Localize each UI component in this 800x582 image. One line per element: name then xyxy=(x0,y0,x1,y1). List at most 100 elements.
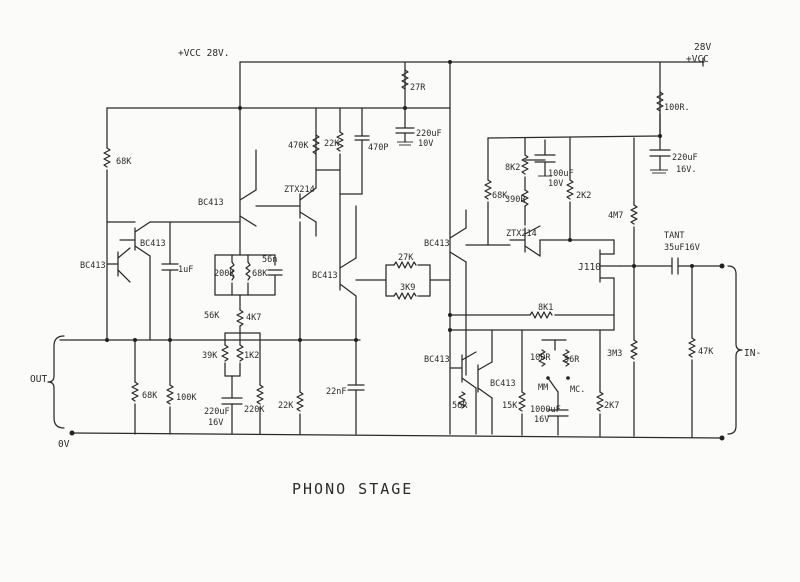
label-jfet: J110 xyxy=(578,262,601,273)
label-r68k-mid: 68K xyxy=(252,269,268,279)
label-0v: 0V xyxy=(58,439,70,450)
label-r100k-left: 100K xyxy=(176,393,197,403)
label-r8k1: 8K1 xyxy=(538,303,553,313)
resistor-390r xyxy=(521,189,529,207)
resistor-22k-mid xyxy=(296,391,304,412)
label-r8k2: 8K2 xyxy=(505,163,520,173)
label-r22k-top: 22K xyxy=(324,139,340,149)
label-r2k2: 2K2 xyxy=(576,191,591,201)
label-c100uf-v: 10V xyxy=(548,179,563,189)
resistor-100k-left xyxy=(166,384,174,405)
label-tant-type: TANT xyxy=(664,231,684,241)
transistor-q7 xyxy=(449,351,477,389)
label-r470k: 470K xyxy=(288,141,309,151)
resistor-27k xyxy=(393,261,417,269)
label-r200k: 200K xyxy=(214,269,235,279)
resistor-39k xyxy=(221,344,229,362)
label-q1: BC413 xyxy=(140,239,166,249)
label-q6: BC413 xyxy=(424,239,450,249)
resistor-56r-switch xyxy=(562,349,570,367)
label-c220uf-top-v: 10V xyxy=(418,139,433,149)
transistor-q4 xyxy=(299,187,317,223)
transistor-q8 xyxy=(477,361,493,399)
label-r22k-mid: 22K xyxy=(278,401,294,411)
label-c220uf-left-v: 16V xyxy=(208,418,223,428)
label-c1uf: 1uF xyxy=(178,265,193,275)
capacitor-220uf-left xyxy=(221,397,243,405)
label-r3k9: 3K9 xyxy=(400,283,415,293)
label-r68k-top: 68K xyxy=(116,157,132,167)
resistor-3k9 xyxy=(393,292,417,300)
transistor-q2 xyxy=(106,247,131,283)
label-in: IN- xyxy=(744,348,761,359)
resistor-220k xyxy=(256,384,264,405)
label-c220uf-left: 220uF xyxy=(204,407,230,417)
label-switch-mm: MM xyxy=(538,383,548,393)
label-q9: ZTX214 xyxy=(506,229,537,239)
transistor-q5 xyxy=(339,257,357,297)
label-r100r: 100R. xyxy=(664,103,690,113)
label-vcc-left: +VCC 28V. xyxy=(178,48,229,59)
resistor-56r-low xyxy=(458,391,466,409)
label-q2: BC413 xyxy=(80,261,106,271)
diagram-title: PHONO STAGE xyxy=(292,480,413,498)
label-r39k: 39K xyxy=(202,351,218,361)
ground-rail xyxy=(69,430,725,441)
label-r4m7: 4M7 xyxy=(608,211,623,221)
resistor-8k2 xyxy=(521,154,529,175)
label-r4k7: 4K7 xyxy=(246,313,261,323)
transistor-q9 xyxy=(509,225,541,257)
label-r47k: 47K xyxy=(698,347,714,357)
junction-dots xyxy=(105,60,694,342)
label-r220k: 220K xyxy=(244,405,265,415)
label-c470p: 470P xyxy=(368,143,388,153)
resistor-1k2 xyxy=(236,344,244,362)
resistor-47k xyxy=(688,337,696,358)
label-c100uf: 100uF xyxy=(548,169,574,179)
label-switch-mc: MC. xyxy=(570,385,585,395)
label-c220uf-right: 220uF xyxy=(672,153,698,163)
supply-rail xyxy=(239,57,705,67)
label-r56r-low: 56R xyxy=(452,401,468,411)
resistor-3m3 xyxy=(630,339,638,360)
mm-mc-switch[interactable] xyxy=(547,377,559,393)
transistor-q1 xyxy=(119,221,151,257)
label-r56k: 56K xyxy=(204,311,220,321)
resistor-22k-top xyxy=(336,131,344,152)
transistor-q6 xyxy=(449,227,467,263)
resistor-100r xyxy=(656,91,664,112)
resistor-4m7 xyxy=(630,204,638,225)
label-c22nf: 22nF xyxy=(326,387,346,397)
transistor-q3 xyxy=(239,189,257,227)
resistor-27r xyxy=(401,69,409,90)
label-r1k2: 1K2 xyxy=(244,351,259,361)
label-r3m3: 3M3 xyxy=(607,349,622,359)
label-r27k: 27K xyxy=(398,253,414,263)
label-r68k-right: 68K xyxy=(492,191,508,201)
resistor-68k-bottom xyxy=(131,381,139,402)
label-vcc-right-top: 28V xyxy=(694,42,711,53)
resistor-68k-right xyxy=(484,179,492,200)
label-out: OUT xyxy=(30,374,47,385)
capacitor-1uf xyxy=(161,221,179,341)
label-r2k7: 2K7 xyxy=(604,401,619,411)
label-r390r: 390R xyxy=(505,195,526,205)
jfet-j110 xyxy=(599,249,621,283)
label-c56n: 56n xyxy=(262,255,277,265)
resistor-470k xyxy=(312,134,320,155)
label-r27r: 27R xyxy=(410,83,426,93)
label-r68k-bottom: 68K xyxy=(142,391,158,401)
resistor-68k-top xyxy=(103,147,111,168)
label-q3: BC413 xyxy=(198,198,224,208)
label-r100r-switch: 100R xyxy=(530,353,551,363)
label-q5: BC413 xyxy=(312,271,338,281)
label-vcc-right-bottom: +VCC xyxy=(686,54,709,65)
resistor-15k xyxy=(518,391,526,412)
resistor-8k1 xyxy=(529,311,553,319)
resistor-2k2 xyxy=(566,179,574,200)
label-r15k: 15K xyxy=(502,401,518,411)
label-r56r-switch: 56R xyxy=(564,355,580,365)
resistor-200k xyxy=(229,261,235,281)
